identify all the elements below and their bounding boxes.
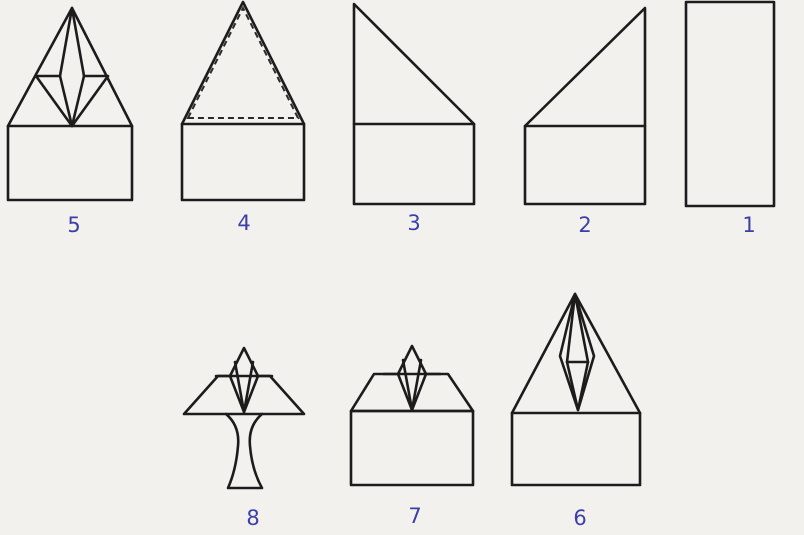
step-7-label: 7 [395,504,435,528]
step-4-figure [182,2,304,200]
step-4-triangle [182,2,304,124]
step-3-base [354,124,474,204]
step-3-fold-triangle [354,4,474,124]
step-7-kite [398,346,426,410]
step-5-figure [8,8,132,200]
step-5-base [8,126,132,200]
step-5-label: 5 [54,213,94,237]
step-6-base [512,413,640,485]
step-3-figure [354,4,474,204]
step-8-figure [184,348,304,488]
step-6-figure [512,294,640,485]
step-8-stem [226,414,262,488]
step-4-label: 4 [224,211,264,235]
step-1-rectangle [686,2,774,206]
step-2-base [525,126,645,204]
step-2-figure [525,8,645,204]
step-4-dashed-fold-lines [188,8,298,118]
step-6-triangle [512,294,640,413]
step-7-figure [351,346,473,485]
step-6-label: 6 [560,506,600,530]
step-7-kite-inner [403,360,421,410]
step-8-kite [230,348,258,412]
step-8-kite-inner [235,362,253,412]
step-1-figure [686,2,774,206]
step-2-label: 2 [565,213,605,237]
step-3-label: 3 [394,211,434,235]
step-1-label: 1 [729,213,769,237]
step-4-base [182,124,304,200]
step-2-fold-triangle [525,8,645,126]
step-8-label: 8 [233,506,273,530]
step-7-base [351,411,473,485]
